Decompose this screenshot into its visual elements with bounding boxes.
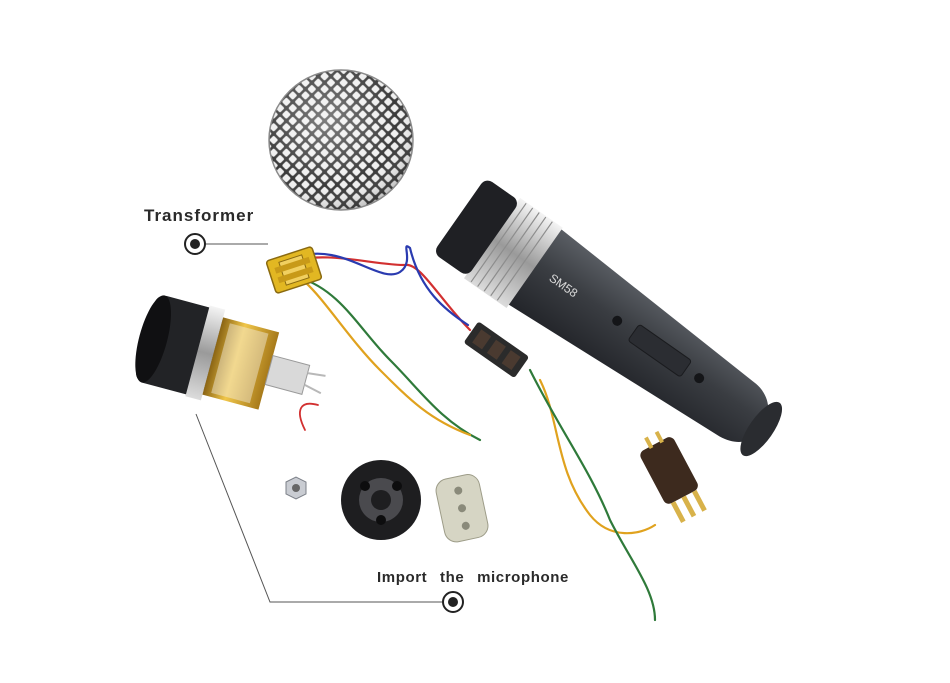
rubber-shock-mount [341, 460, 421, 540]
hex-nut [285, 476, 307, 500]
microphone-capsule [135, 295, 326, 410]
grille-dome [268, 69, 414, 211]
transformer [265, 246, 323, 294]
xlr-pin-insert [640, 430, 707, 523]
capsule-label: Import the microphone [377, 569, 569, 586]
wire-connector-block [464, 322, 529, 378]
transformer-callout [184, 233, 268, 255]
microphone-handle: SM58 [436, 180, 783, 457]
mounting-plate [435, 474, 489, 543]
capsule-callout [195, 413, 464, 613]
wires [283, 245, 657, 622]
transformer-label: Transformer [144, 206, 255, 225]
